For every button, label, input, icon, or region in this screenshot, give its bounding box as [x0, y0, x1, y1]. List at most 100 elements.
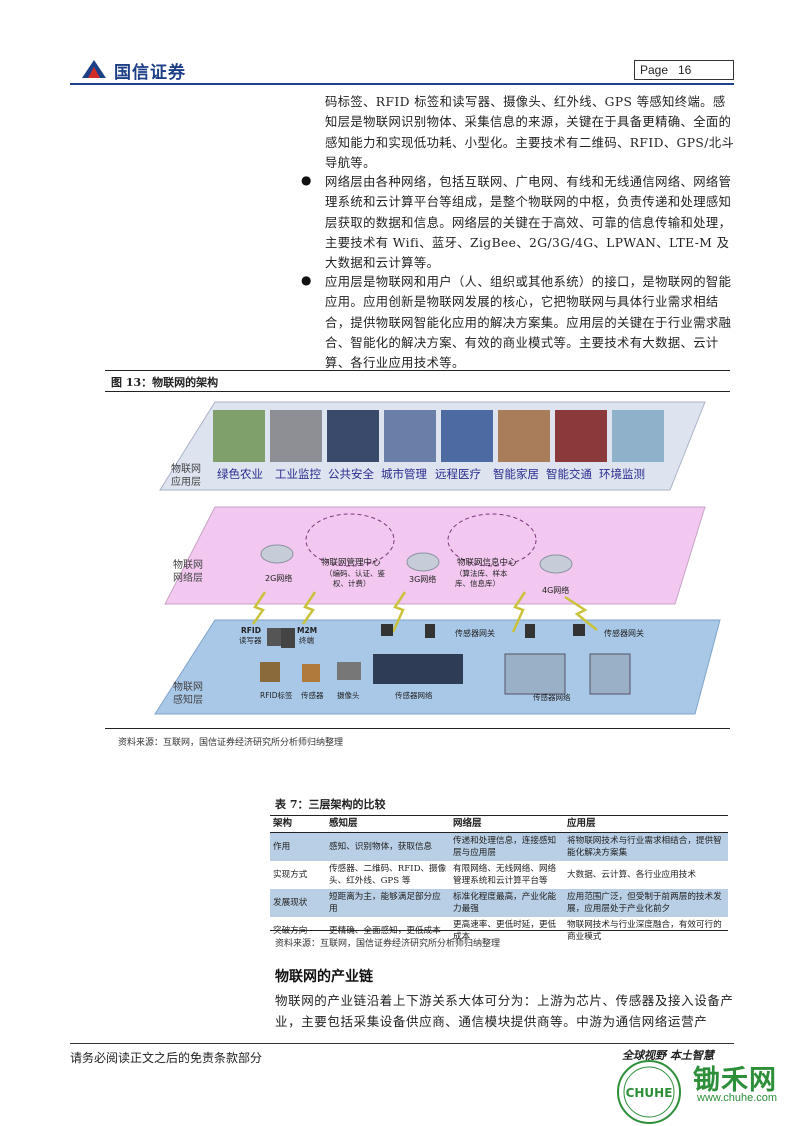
brand-logo: 国信证券 — [80, 56, 210, 83]
rfid-tag-label: RFID标签 — [260, 690, 293, 700]
watermark-site-name: 锄禾网 — [693, 1065, 777, 1096]
sensor-gateway-label-1: 传感器网关 — [455, 628, 495, 638]
net-layer-label-1: 物联网 — [173, 558, 203, 571]
figure-title: 图 13：物联网的架构 — [111, 376, 219, 389]
app-image-security — [327, 410, 379, 462]
sense-layer-label-1: 物联网 — [173, 680, 203, 693]
app-layer-label-1: 物联网 — [171, 462, 201, 475]
header-divider — [70, 83, 734, 85]
link-bolt — [564, 595, 598, 631]
iot-architecture-diagram: 物联网 应用层 绿色农业 工业监控 公共安全 城市管理 远程医疗 智能家居 智能… — [154, 401, 721, 715]
table-header-cell: 架构 — [270, 816, 326, 833]
footer-divider — [70, 1043, 734, 1044]
table-cell: 应用范围广泛，但受制于前两层的技术发展，应用层处于产业化前夕 — [564, 889, 728, 917]
table-source: 资料来源：互联网，国信证券经济研究所分析师归纳整理 — [275, 939, 501, 949]
m2m-label-2: 终端 — [299, 635, 314, 645]
sensor-label: 传感器 — [301, 690, 324, 700]
table-row: 发展现状 短距离为主，能够满足部分应用 标准化程度最高，产业化能力最强 应用范围… — [270, 889, 728, 917]
body-bullet-application: 应用层是物联网和用户（人、组织或其他系统）的接口，是物联网的智能应用。应用创新是… — [325, 275, 732, 371]
camera-icon — [337, 662, 361, 680]
app-item: 环境监测 — [599, 467, 645, 481]
app-image-city — [384, 410, 436, 462]
app-image-traffic — [555, 410, 607, 462]
table-cell: 突破方向 — [273, 926, 308, 936]
table-cell: 更精确、全面感知，更低成本 — [329, 926, 441, 936]
figure-bottom-rule — [105, 728, 730, 729]
rfid-tag-icon — [260, 662, 280, 682]
gateway-icon — [525, 624, 535, 638]
figure-title-bar: 图 13：物联网的架构 — [105, 370, 730, 392]
page-label: Page — [640, 63, 669, 77]
app-item: 智能交通 — [546, 467, 592, 481]
network-node-4g — [539, 554, 573, 574]
link-bolt — [301, 591, 317, 625]
watermark-logo-text: CHUHE — [626, 1086, 673, 1100]
table-cell: 发展现状 — [270, 889, 326, 917]
app-layer-label-2: 应用层 — [171, 475, 201, 488]
app-item: 工业监控 — [275, 467, 321, 481]
table-row: 作用 感知、识别物体，获取信息 传递和处理信息，连接感知层与应用层 将物联网技术… — [270, 832, 728, 861]
table-cell: 短距离为主，能够满足部分应用 — [326, 889, 450, 917]
app-item: 公共安全 — [328, 467, 374, 481]
body-bullet-network: 网络层由各种网络，包括互联网、广电网、有线和无线通信网络、网络管理系统和云计算平… — [325, 175, 732, 271]
net-3g-label: 3G网络 — [409, 574, 436, 584]
sensor-net-label-2: 传感器网络 — [533, 692, 571, 702]
table-cell: 有限网络、无线网络、网络管理系统和云计算平台等 — [453, 864, 557, 886]
app-item: 绿色农业 — [217, 467, 263, 481]
mgmt-center-title: 物联网管理中心 — [321, 557, 381, 568]
chuhe-watermark-logo: CHUHE — [617, 1060, 681, 1124]
section-title: 物联网的产业链 — [275, 969, 373, 985]
gateway-icon — [425, 624, 435, 638]
sensor-icon — [302, 664, 320, 682]
network-node-2g — [260, 544, 294, 564]
net-layer-label-2: 网络层 — [173, 571, 203, 584]
table-row: 突破方向 更精确、全面感知，更低成本 更高速率、更低时延，更低成本 物联网技术与… — [270, 917, 728, 945]
bullet-icon: ● — [301, 173, 312, 187]
sensor-mesh-2 — [589, 653, 631, 695]
wireless-links — [251, 591, 598, 633]
body-paragraph-perception: 码标签、RFID 标签和读写器、摄像头、红外线、GPS 等感知终端。感知层是物联… — [325, 95, 735, 170]
table-cell: 传感器、二维码、RFID、摄像头、红外线、GPS 等 — [329, 864, 447, 886]
rfid-reader-icon — [267, 628, 285, 646]
app-item: 智能家居 — [493, 467, 539, 481]
info-center-ring — [447, 513, 537, 567]
sense-layer-label-2: 感知层 — [173, 693, 203, 706]
sensor-mesh-1 — [504, 653, 566, 695]
watermark-url: www.chuhe.com — [697, 1092, 778, 1104]
network-node-3g — [406, 552, 440, 572]
sensor-gateway-label-2: 传感器网关 — [604, 628, 644, 638]
table-cell: 大数据、云计算、各行业应用技术 — [567, 870, 696, 880]
table-cell: 将物联网技术与行业需求相结合，提供智能化解决方案集 — [564, 832, 728, 861]
net-4g-label: 4G网络 — [542, 585, 569, 595]
network-nodes: 2G网络 物联网管理中心 （编码、认证、鉴 权、计费） 3G网络 物联网信息中心… — [260, 513, 573, 595]
application-images — [213, 410, 664, 462]
m2m-terminal-icon — [281, 628, 295, 648]
brand-name: 国信证券 — [114, 63, 186, 83]
rfid-reader-label-2: 读写器 — [239, 635, 262, 645]
link-bolt — [391, 591, 407, 633]
section-paragraph: 物联网的产业链沿着上下游关系大体可分为：上游为芯片、传感器及接入设备产业，主要包… — [275, 993, 734, 1029]
router-icon — [573, 624, 585, 636]
page-indicator: Page 16 — [634, 60, 734, 80]
app-image-home — [498, 410, 550, 462]
table-header-cell: 网络层 — [450, 816, 564, 833]
table-bottom-rule — [270, 930, 728, 931]
table-header-cell: 感知层 — [326, 816, 450, 833]
table-top-rule — [270, 815, 728, 816]
table-row: 实现方式 传感器、二维码、RFID、摄像头、红外线、GPS 等 有限网络、无线网… — [270, 861, 728, 889]
mgmt-center-ring — [305, 513, 395, 567]
table-cell: 传递和处理信息，连接感知层与应用层 — [450, 832, 564, 861]
table-cell: 感知、识别物体，获取信息 — [326, 832, 450, 861]
table-cell: 标准化程度最高，产业化能力最强 — [450, 889, 564, 917]
table-cell: 物联网技术与行业深度融合，有效可行的商业模式 — [567, 920, 722, 942]
rfid-reader-label-1: RFID — [241, 626, 261, 635]
link-bolt — [511, 591, 527, 633]
figure-source: 资料来源：互联网，国信证券经济研究所分析师归纳整理 — [118, 738, 344, 748]
mgmt-center-desc-1: （编码、认证、鉴 — [325, 568, 385, 578]
table-cell: 更高速率、更低时延，更低成本 — [453, 920, 557, 942]
sensor-net-label-1: 传感器网络 — [395, 690, 433, 700]
m2m-label-1: M2M — [297, 626, 317, 635]
vehicle-network-image — [373, 654, 463, 684]
bullet-icon: ● — [301, 273, 312, 287]
table-title: 表 7：三层架构的比较 — [275, 798, 386, 811]
